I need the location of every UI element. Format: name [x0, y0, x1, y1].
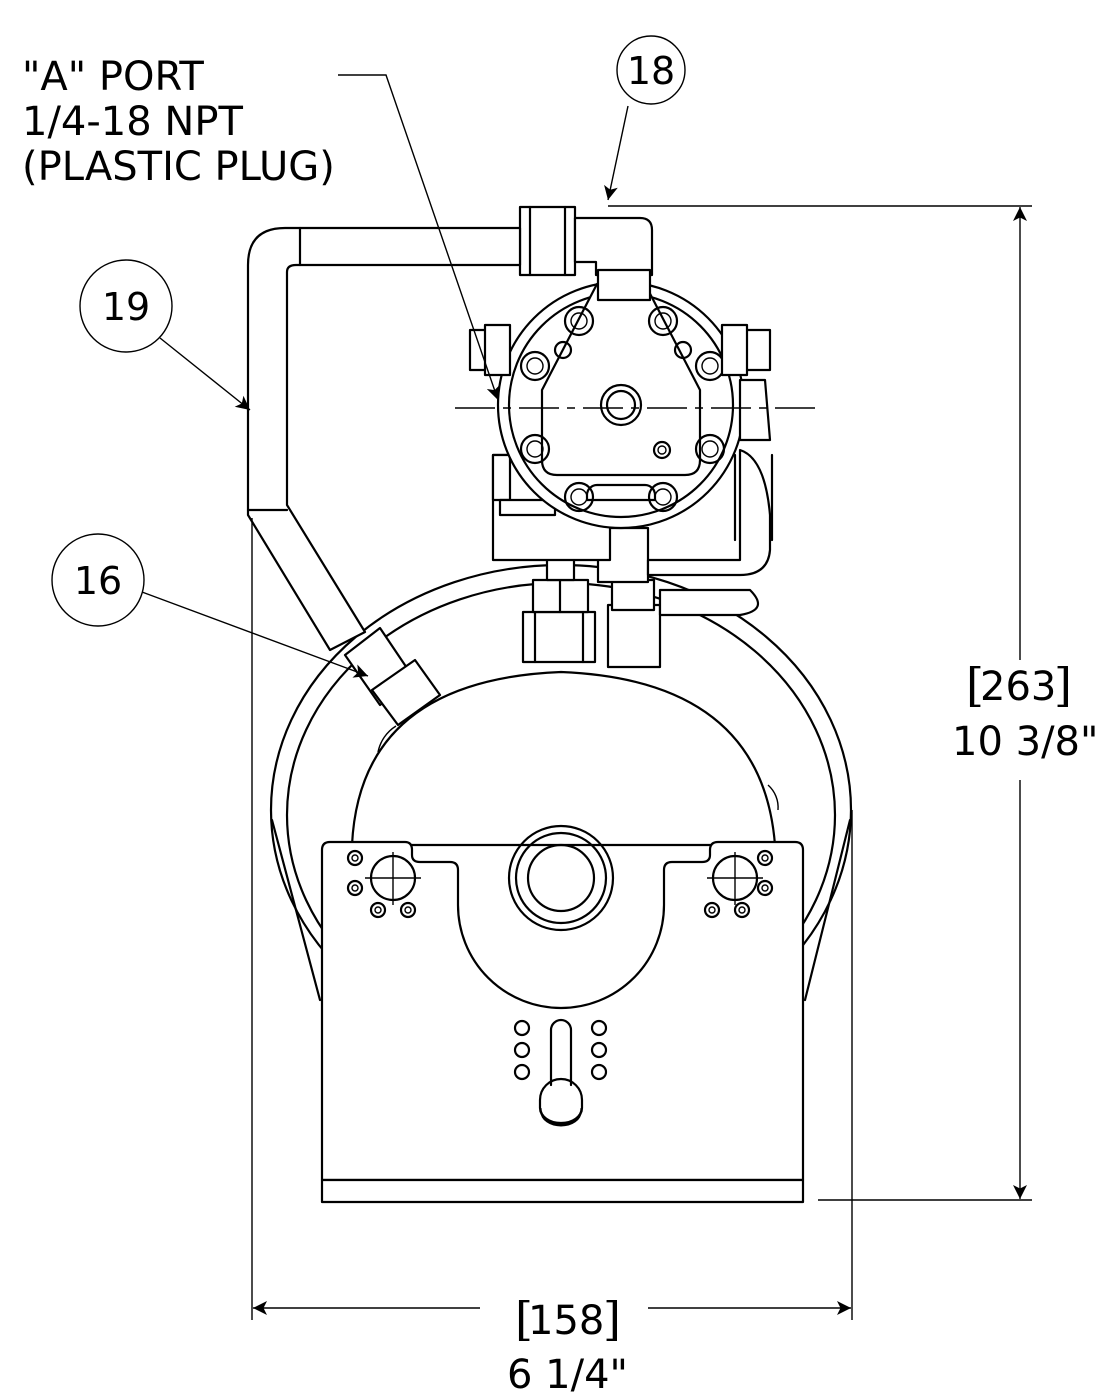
left-bolt-cluster	[346, 849, 421, 919]
height-bracket-right: ]	[1054, 658, 1072, 712]
balloon-18-label: 18	[627, 49, 675, 93]
height-bracket-left: [	[966, 658, 984, 712]
width-bracket-left: [	[515, 1292, 533, 1346]
balloon-18-leader	[604, 105, 629, 201]
pump-cover	[540, 282, 702, 477]
width-dimension: [ 158 ] 6 1/4"	[251, 518, 853, 1394]
height-metric: 263	[980, 664, 1056, 710]
hose-19	[246, 226, 522, 652]
port-note: "A" PORT 1/4-18 NPT (PLASTIC PLUG)	[22, 54, 501, 401]
right-hose	[646, 448, 772, 577]
width-metric: 158	[528, 1298, 604, 1344]
balloon-16-leader	[141, 591, 369, 678]
fitting-16	[343, 626, 442, 727]
port-note-leader	[338, 74, 501, 401]
balloon-19-label: 19	[102, 285, 150, 329]
height-imperial: 10 3/8"	[952, 719, 1098, 765]
port-note-line2: 1/4-18 NPT	[22, 99, 243, 145]
balloon-19: 19	[79, 259, 251, 411]
plate-foot	[320, 1178, 805, 1204]
balloon-18: 18	[604, 35, 686, 201]
height-dimension: [ 263 ] 10 3/8"	[608, 205, 1098, 1201]
balloon-16: 16	[51, 533, 369, 678]
keyhole-slot	[513, 1018, 608, 1127]
port-note-line3: (PLASTIC PLUG)	[22, 144, 335, 190]
balloon-16-label: 16	[74, 559, 122, 603]
pump-assembly	[246, 205, 853, 1204]
mounting-plate	[320, 840, 805, 1182]
balloon-19-leader	[159, 337, 251, 411]
elbow-fitting-18	[518, 205, 654, 302]
width-bracket-right: ]	[603, 1292, 621, 1346]
port-note-line1: "A" PORT	[22, 54, 204, 100]
motor-dome	[350, 670, 777, 847]
right-bolt-cluster	[703, 849, 774, 919]
width-imperial: 6 1/4"	[507, 1352, 628, 1394]
flange-bolts	[519, 305, 726, 513]
